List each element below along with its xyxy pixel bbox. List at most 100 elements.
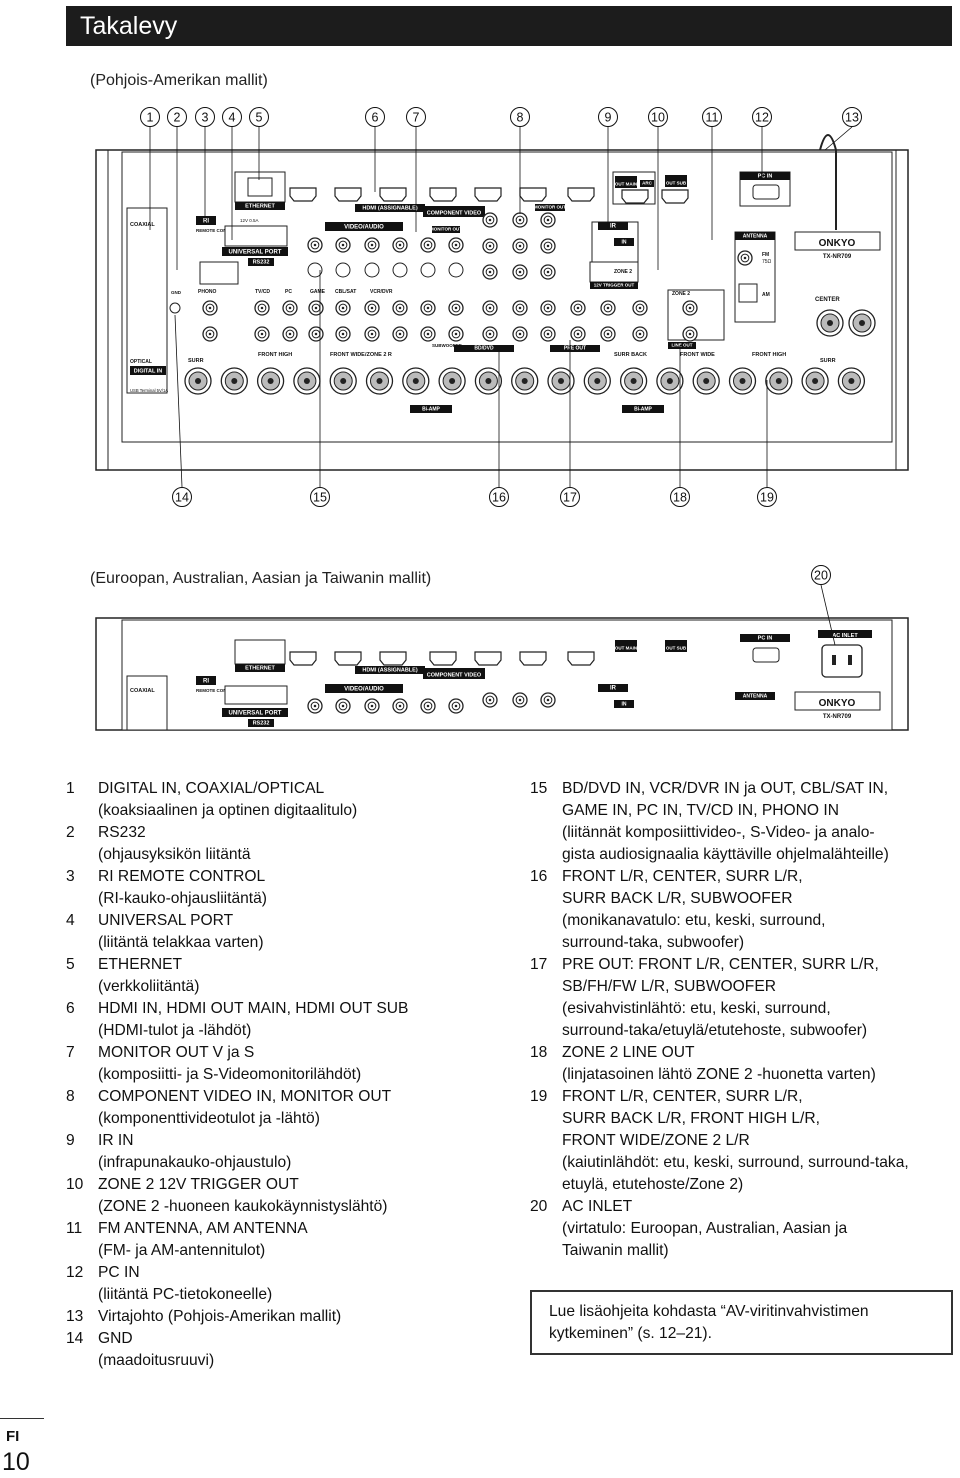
- hdmi-port: [334, 187, 362, 202]
- rca-jack-ring: [451, 701, 461, 711]
- legend-item-number: [530, 1064, 562, 1086]
- label-plate: [598, 222, 628, 230]
- rca-jack-ring: [285, 329, 295, 339]
- callout-number: 5: [256, 111, 263, 125]
- label-plate: [614, 700, 634, 708]
- label-plate: [615, 176, 637, 188]
- ethernet-port: [247, 177, 273, 197]
- legend-item-row: Taiwanin mallit): [530, 1240, 909, 1262]
- panel-label: IR: [610, 224, 617, 230]
- rca-jack-ring: [338, 329, 348, 339]
- legend-item-row: (ZONE 2 -huoneen kaukokäynnistyslähtö): [66, 1196, 408, 1218]
- hdmi-port: [289, 187, 317, 202]
- callout-circle: [752, 107, 772, 127]
- legend-item-text: FRONT WIDE/ZONE 2 L/R: [562, 1132, 750, 1149]
- label-plate: [196, 216, 216, 225]
- rca-jack-ring: [367, 701, 377, 711]
- rca-jack-ring: [740, 253, 750, 263]
- panel-label: ARC: [642, 181, 652, 186]
- legend-item-number: [530, 1130, 562, 1152]
- panel-label: CBL/SAT: [335, 289, 356, 295]
- rca-jack-pin: [208, 306, 212, 310]
- rca-jack-ring: [543, 241, 553, 251]
- legend-item-text: RI REMOTE CONTROL: [98, 868, 266, 885]
- rca-jack-pin: [488, 270, 492, 274]
- legend-item-number: [530, 822, 562, 844]
- legend-item-number: 8: [66, 1088, 75, 1105]
- rca-jack-pin: [288, 306, 292, 310]
- panel-label: GND: [171, 290, 182, 295]
- ac-inlet-plate: [818, 630, 872, 638]
- label-plate: [410, 405, 452, 413]
- panel-label: COAXIAL: [130, 688, 155, 694]
- s-video-jack: [364, 262, 380, 278]
- legend-item-row: (virtatulo: Euroopan, Australian, Aasian…: [530, 1218, 909, 1240]
- callout-leader: [824, 126, 853, 151]
- legend-item-text: COMPONENT VIDEO IN, MONITOR OUT: [98, 1088, 392, 1105]
- rca-jack-ring: [543, 303, 553, 313]
- rca-jack-ring: [395, 701, 405, 711]
- footer-language: FI: [6, 1428, 20, 1445]
- rca-jack-ring: [485, 303, 495, 313]
- label-plate: [740, 634, 790, 642]
- hdmi-port: [379, 187, 407, 202]
- panel-label: OUT MAIN: [615, 646, 637, 651]
- s-video-jack: [335, 262, 351, 278]
- legend-item-number: 17: [530, 956, 548, 973]
- speaker-terminal-hole: [775, 378, 782, 384]
- legend-item-number: [66, 1284, 98, 1306]
- antenna-block: [734, 231, 776, 323]
- rca-jack-ring: [310, 240, 320, 250]
- legend-item-number: [66, 976, 98, 998]
- legend-item-number: [530, 1108, 562, 1130]
- label-plate: [222, 247, 288, 256]
- panel-label: SURR: [188, 358, 204, 364]
- callout-circle: [489, 487, 509, 507]
- rca-jack-pin: [688, 332, 692, 336]
- legend-item-number: [530, 932, 562, 954]
- rca-jack-ring: [543, 215, 553, 225]
- panel-label: MONITOR OUT: [534, 205, 566, 210]
- callout-circle: [172, 487, 192, 507]
- rca-jack-ring: [285, 303, 295, 313]
- rca-jack-pin: [638, 306, 642, 310]
- legend-item-row: (komposiitti- ja S-Videomonitorilähdöt): [66, 1064, 408, 1086]
- legend-item-row: (verkkoliitäntä): [66, 976, 408, 998]
- legend-item-row: 8 COMPONENT VIDEO IN, MONITOR OUT: [66, 1086, 408, 1108]
- label-plate: [235, 664, 285, 672]
- speaker-terminal-hole: [376, 378, 383, 384]
- note-line: kytkeminen” (s. 12–21).: [549, 1325, 712, 1342]
- legend-item-text: surround-taka, subwoofer): [562, 934, 745, 951]
- legend-item-number: 18: [530, 1044, 548, 1061]
- label-plate: [735, 232, 775, 240]
- rca-jack-ring: [205, 303, 215, 313]
- rca-jack-ring: [515, 695, 525, 705]
- label-plate: [454, 345, 514, 352]
- legend-item-text: (maadoitusruuvi): [98, 1352, 215, 1369]
- callout-circle: [670, 487, 690, 507]
- legend-item-number: [530, 800, 562, 822]
- eu-models-caption: (Euroopan, Australian, Aasian ja Taiwani…: [90, 570, 432, 587]
- rca-jack-pin: [546, 244, 550, 248]
- legend-item-number: [530, 1240, 562, 1262]
- s-video-jack: [420, 262, 436, 278]
- legend-item-row: gista audiosignaalia käyttäville ohjelma…: [530, 844, 909, 866]
- legend-item-text: AC INLET: [562, 1198, 633, 1215]
- page-number: 10: [2, 1448, 30, 1476]
- rca-jack-ring: [338, 701, 348, 711]
- legend-item-row: SURR BACK L/R, SUBWOOFER: [530, 888, 909, 910]
- legend-item-number: 7: [66, 1044, 75, 1061]
- legend-item-text: (liitäntä PC-tietokoneelle): [98, 1286, 273, 1303]
- legend-item-row: SB/FH/FW L/R, SUBWOOFER: [530, 976, 909, 998]
- reference-note: Lue lisäohjeita kohdasta “AV-viritinvahv…: [530, 1290, 953, 1355]
- rca-jack-pin: [518, 270, 522, 274]
- ac-inlet-pin: [832, 655, 836, 665]
- legend-item-text: FRONT L/R, CENTER, SURR L/R,: [562, 868, 803, 885]
- legend-item-row: (liitännät komposiittivideo-, S-Video- j…: [530, 822, 909, 844]
- legend-item-text: GND: [98, 1330, 133, 1347]
- eu-vga-port: [752, 647, 780, 663]
- rca-jack-pin: [341, 243, 345, 247]
